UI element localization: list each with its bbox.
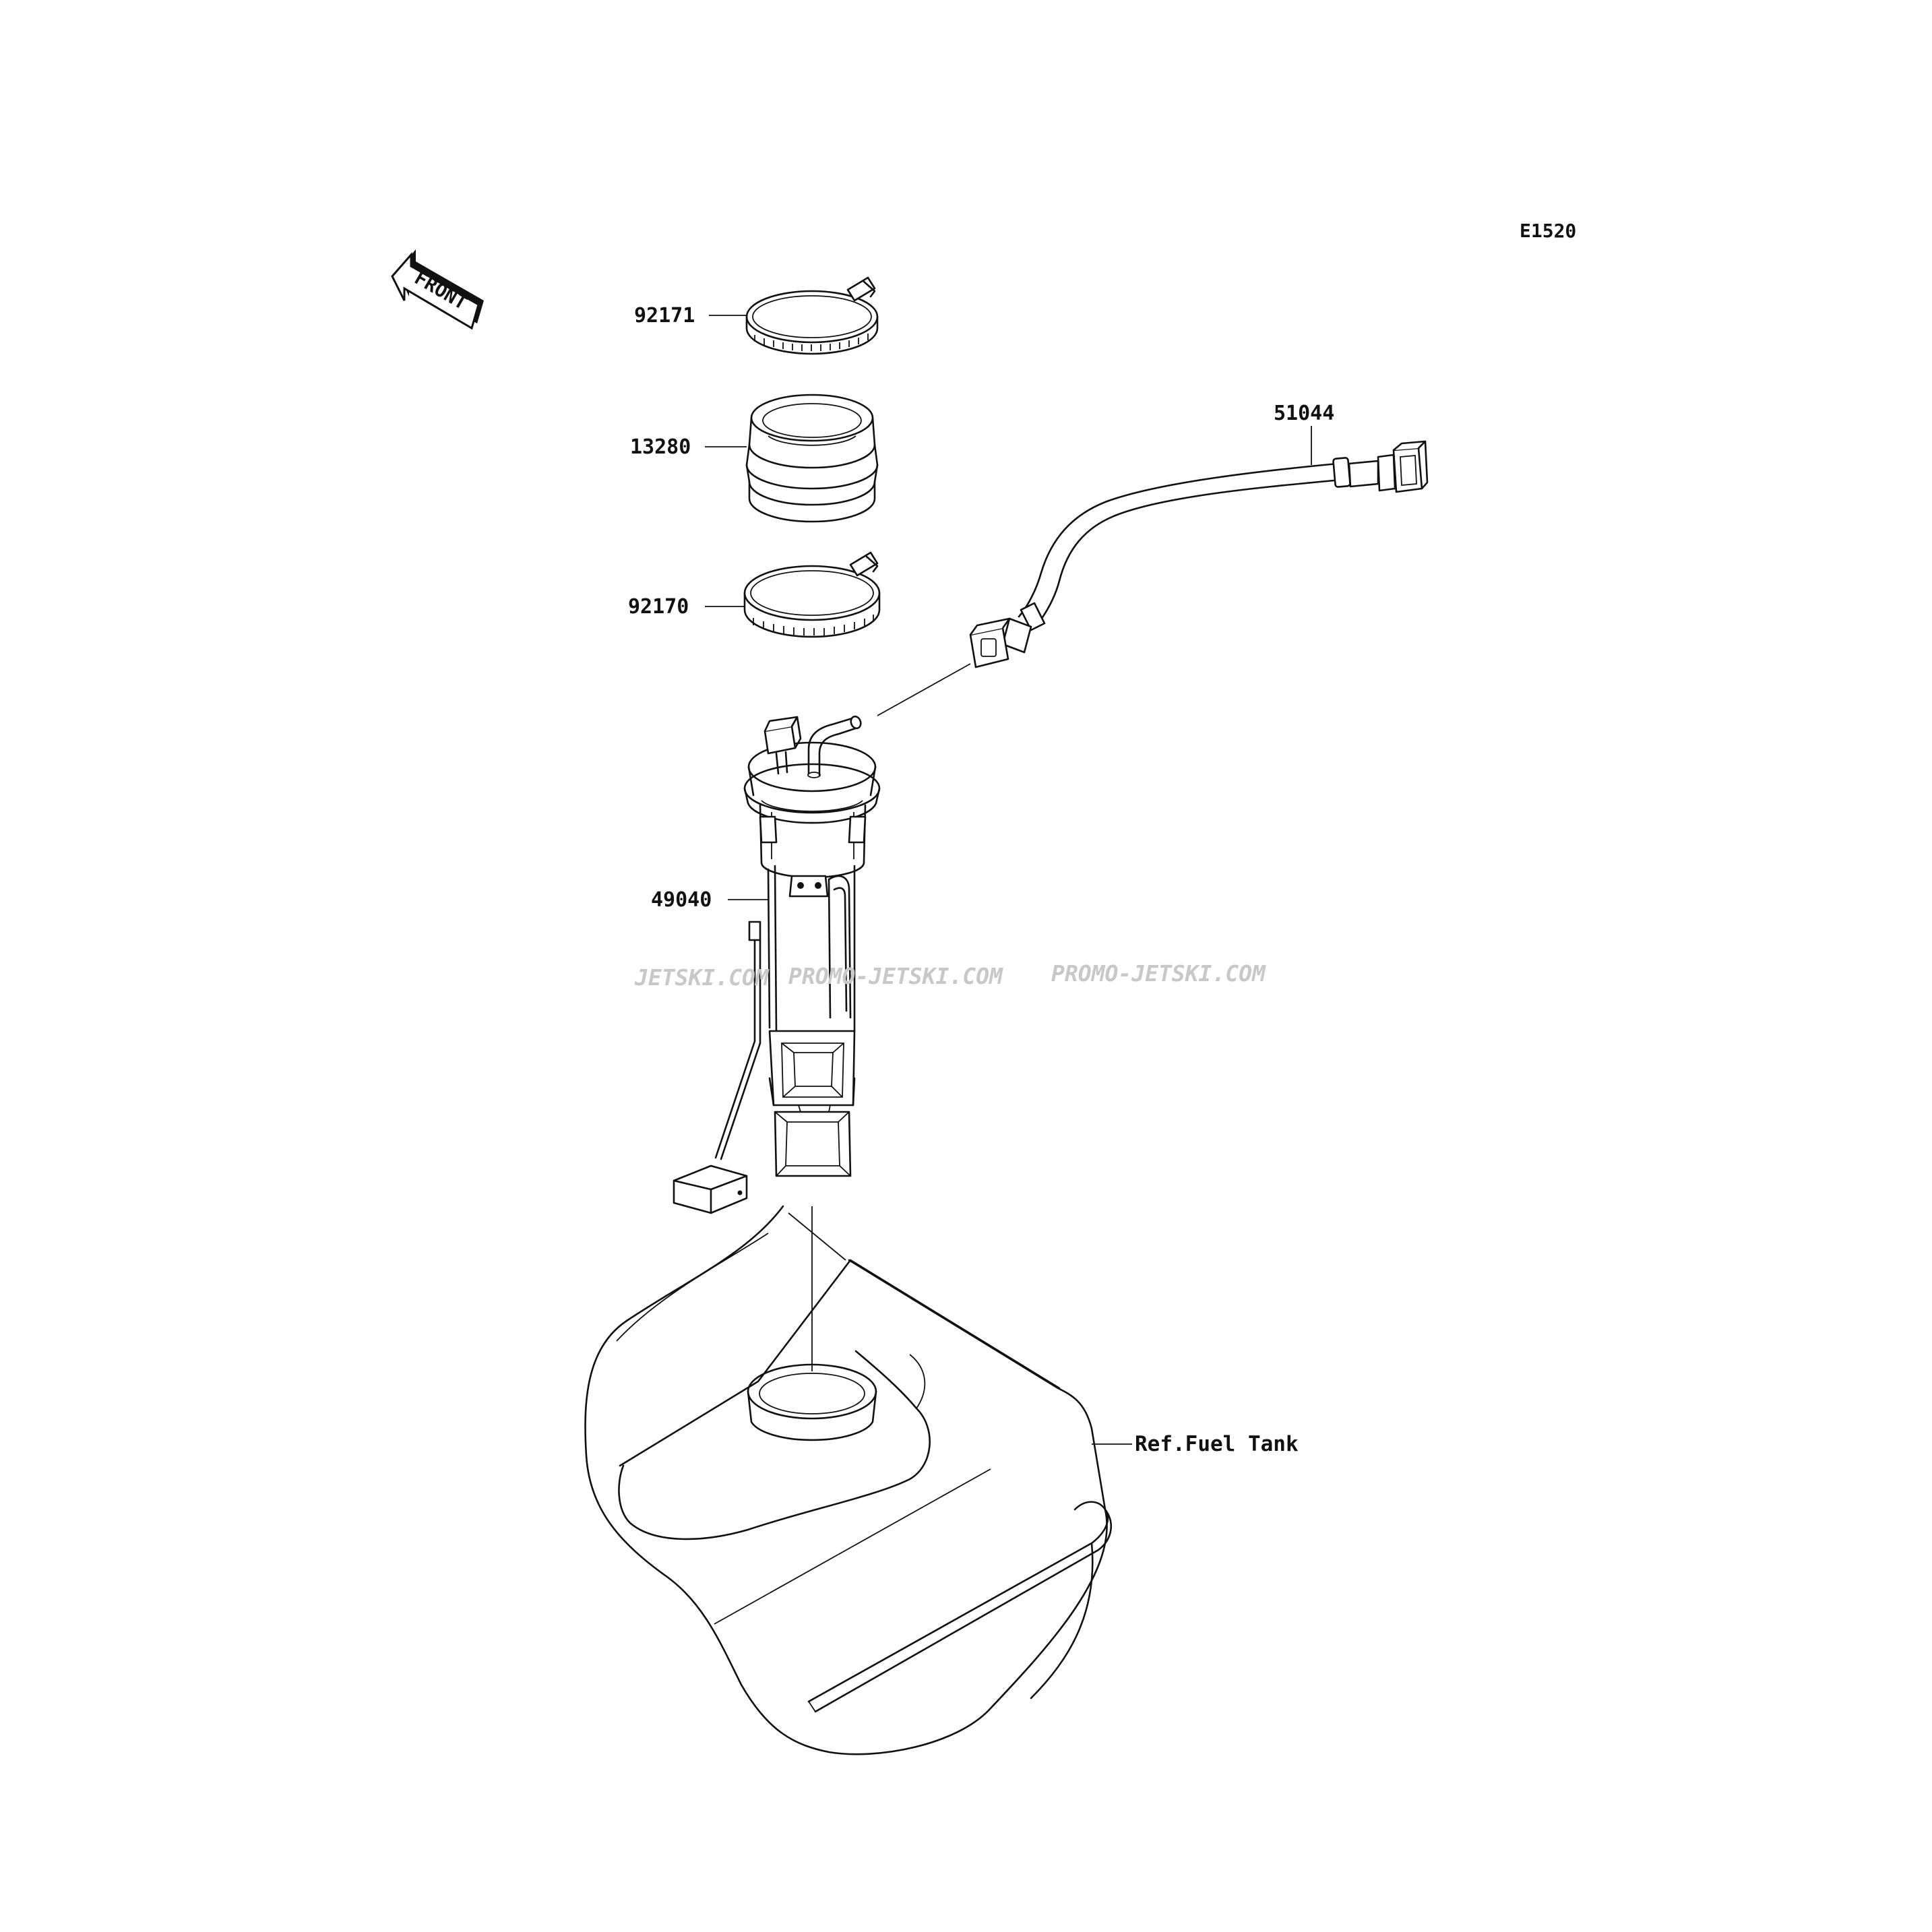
front-arrow: FRONT — [391, 249, 484, 330]
fuel-tank-icon — [584, 1205, 1112, 1755]
hose-clamp-icon — [745, 276, 879, 355]
front-direction-arrow-icon — [391, 249, 484, 330]
label-92170: 92170 — [628, 595, 689, 619]
fuel-pump-assembly-icon — [673, 715, 881, 1371]
label-92171: 92171 — [634, 304, 695, 328]
watermark-text-1: JETSKI.COM — [634, 964, 770, 991]
part-49040[interactable]: 49040 — [651, 715, 881, 1371]
watermark-text-2: PROMO-JETSKI.COM — [788, 963, 1003, 989]
part-ref-fuel-tank[interactable]: Ref.Fuel Tank — [584, 1205, 1299, 1755]
label-51044: 51044 — [1274, 402, 1334, 425]
part-92171[interactable]: 92171 — [634, 276, 879, 355]
watermark: JETSKI.COM PROMO-JETSKI.COM PROMO-JETSKI… — [634, 960, 1266, 991]
part-51044[interactable]: 51044 — [877, 402, 1429, 716]
diagram-code: E1520 — [1520, 220, 1576, 242]
rubber-seal-ring-icon — [745, 394, 879, 523]
part-13280[interactable]: 13280 — [630, 394, 879, 523]
label-13280: 13280 — [630, 435, 691, 459]
fuel-hose-connector-icon — [877, 440, 1429, 716]
watermark-text-3: PROMO-JETSKI.COM — [1051, 960, 1266, 987]
label-49040: 49040 — [651, 888, 712, 912]
hose-clamp-icon — [743, 551, 881, 638]
label-ref-fuel-tank: Ref.Fuel Tank — [1135, 1432, 1299, 1456]
part-92170[interactable]: 92170 — [628, 551, 881, 638]
